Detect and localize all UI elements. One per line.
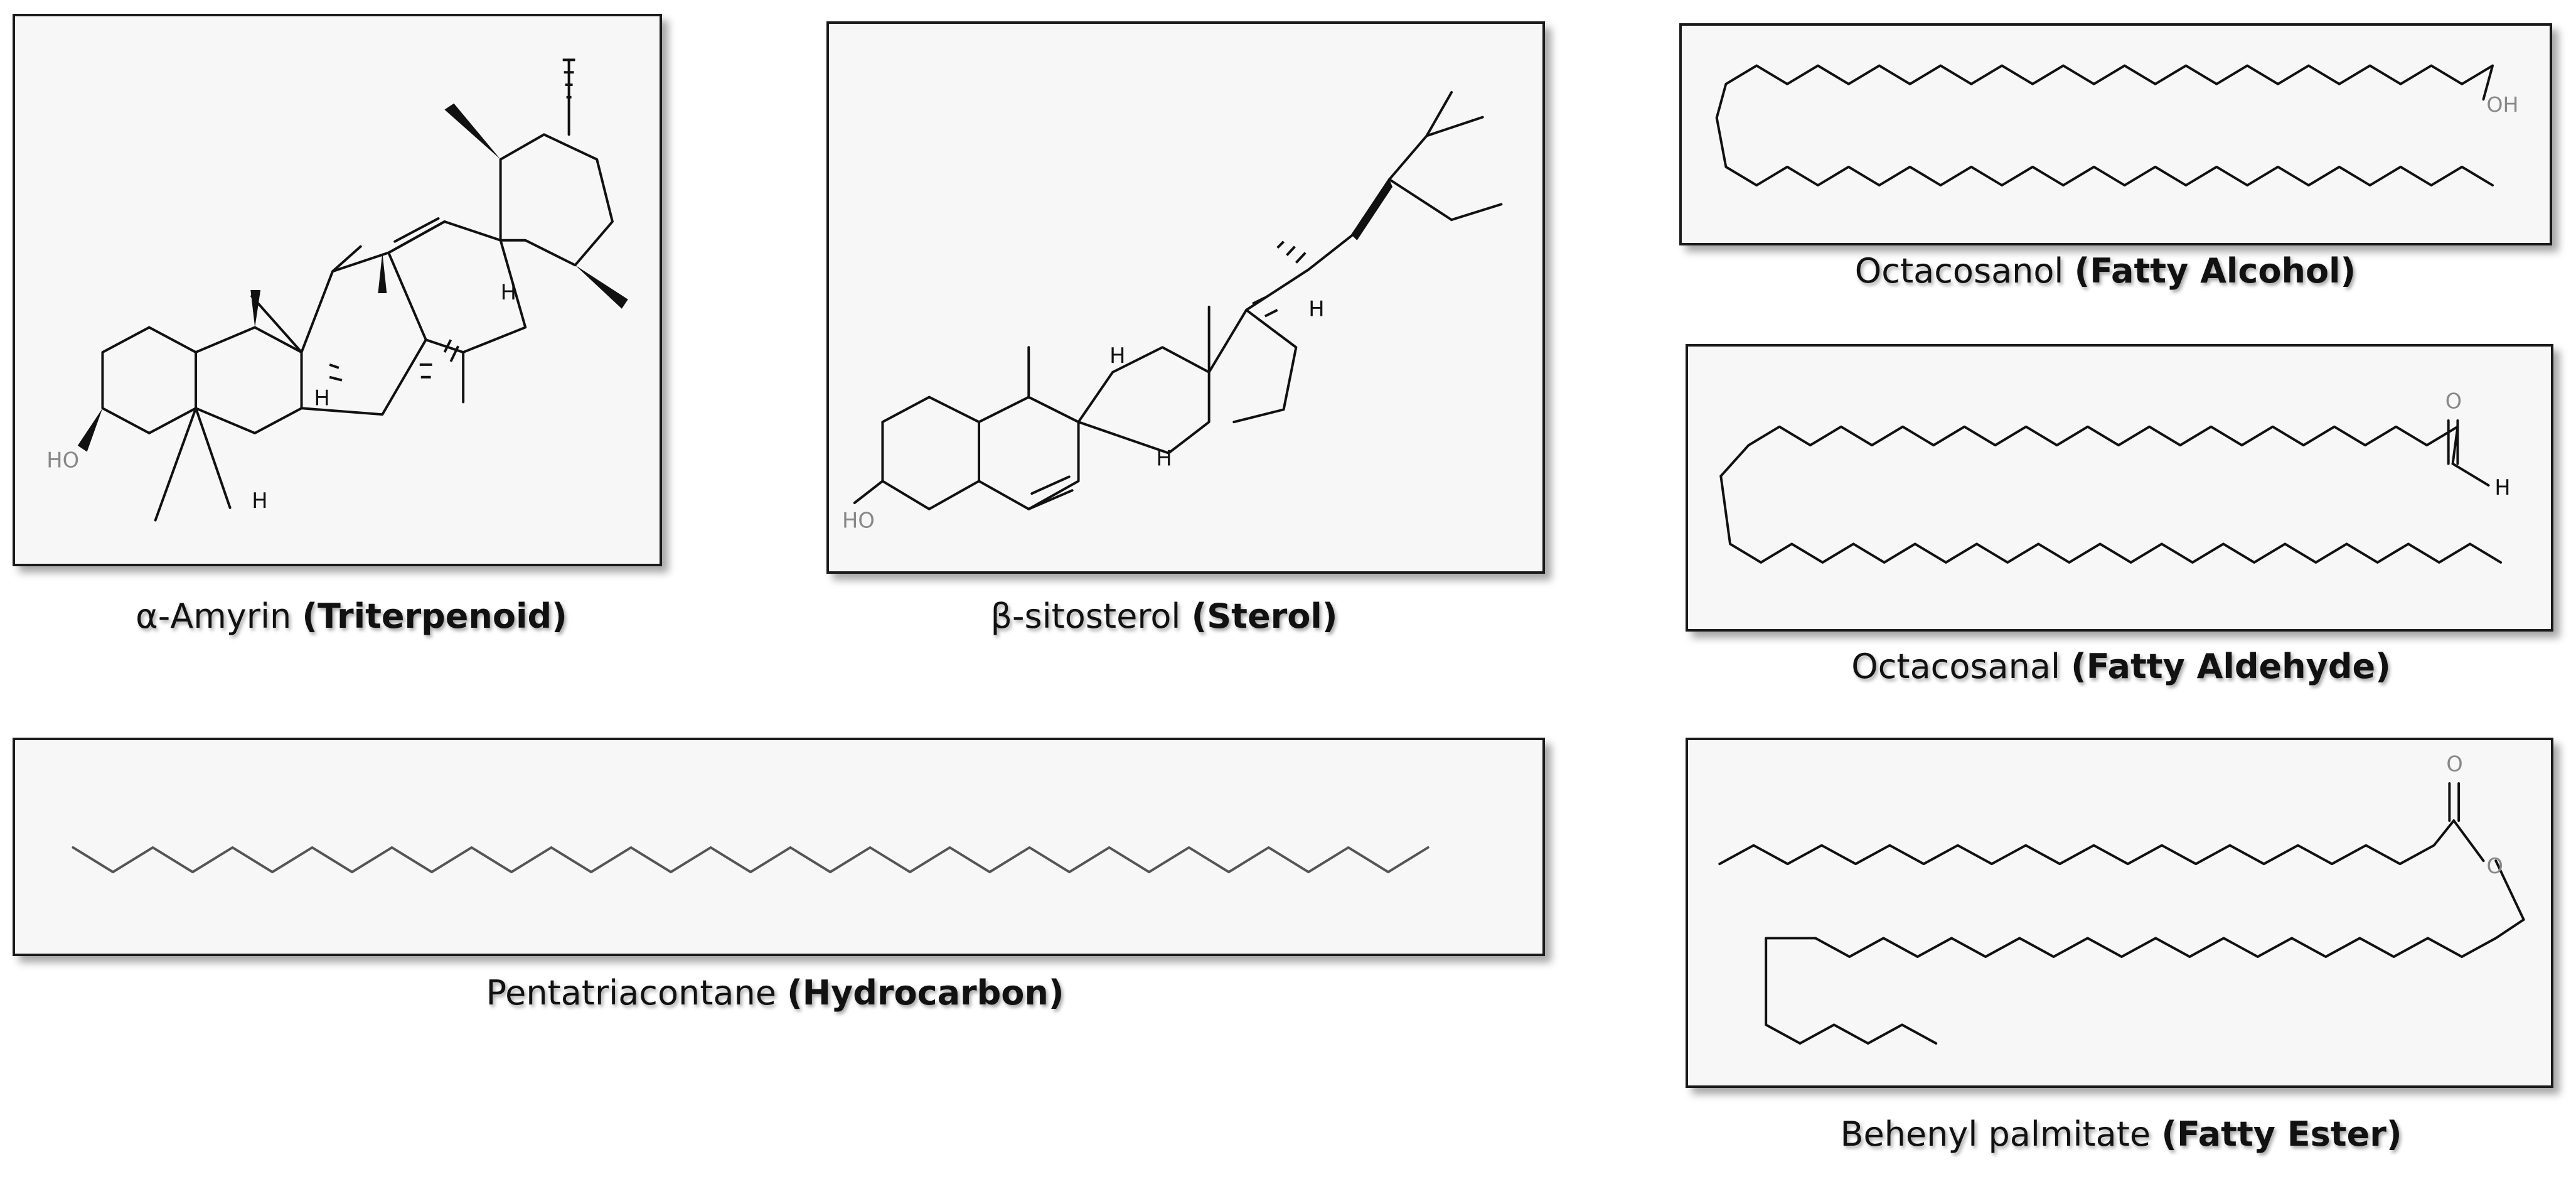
amyrin-caption: α-Amyrin (Triterpenoid) — [136, 596, 567, 636]
octacosanol-hydroxyl-label: OH — [2486, 92, 2518, 117]
sitosterol-structure-panel: HO H H H — [826, 21, 1545, 574]
octacosanol-name: Octacosanol — [1854, 251, 2064, 291]
behenyl-name: Behenyl palmitate — [1840, 1114, 2151, 1154]
octacosanol-class: (Fatty Alcohol) — [2074, 251, 2356, 291]
sitosterol-hydroxyl-label: HO — [842, 509, 875, 533]
behenyl-caption: Behenyl palmitate (Fatty Ester) — [1840, 1114, 2402, 1154]
sitosterol-structure: HO H H H — [842, 91, 1503, 533]
behenyl-class: (Fatty Ester) — [2161, 1114, 2402, 1154]
behenyl-structure-panel: O O — [1686, 738, 2553, 1088]
behenyl-ester-oxygen-label: O — [2486, 854, 2503, 878]
octacosanal-structure: O H — [1719, 389, 2510, 564]
octacosanal-caption: Octacosanal (Fatty Aldehyde) — [1851, 647, 2391, 686]
behenyl-carbonyl-oxygen-label: O — [2446, 751, 2462, 776]
octacosanol-caption: Octacosanol (Fatty Alcohol) — [1855, 251, 2356, 291]
amyrin-h-label-3: H — [501, 280, 516, 304]
amyrin-class: (Triterpenoid) — [302, 596, 567, 636]
pentatriacontane-structure-panel — [13, 738, 1545, 956]
sitosterol-h-label-2: H — [1156, 446, 1172, 471]
octacosanal-name: Octacosanal — [1851, 647, 2060, 686]
sitosterol-caption: β-sitosterol (Sterol) — [991, 596, 1338, 636]
amyrin-h-label-2: H — [252, 488, 267, 513]
behenyl-structure: O O — [1718, 751, 2525, 1045]
amyrin-structure-panel: HO H H H — [13, 14, 662, 566]
pentatriacontane-caption: Pentatriacontane (Hydrocarbon) — [486, 973, 1064, 1013]
octacosanal-h-label: H — [2494, 475, 2510, 500]
octacosanal-class: (Fatty Aldehyde) — [2071, 647, 2391, 686]
octacosanol-structure-panel: OH — [1679, 23, 2552, 245]
amyrin-name: α-Amyrin — [136, 596, 292, 636]
pentatriacontane-class: (Hydrocarbon) — [787, 973, 1064, 1013]
sitosterol-h-label-1: H — [1109, 343, 1125, 368]
octacosanal-structure-panel: O H — [1686, 344, 2553, 632]
amyrin-structure: HO H H H — [46, 58, 628, 522]
octacosanal-oxygen-label: O — [2445, 389, 2462, 413]
sitosterol-h-label-3: H — [1308, 297, 1324, 321]
amyrin-h-label-1: H — [314, 385, 329, 410]
pentatriacontane-name: Pentatriacontane — [486, 973, 776, 1013]
octacosanol-structure: OH — [1715, 64, 2518, 187]
sitosterol-class: (Sterol) — [1191, 596, 1338, 636]
amyrin-hydroxyl-label: HO — [46, 448, 79, 472]
sitosterol-name: β-sitosterol — [990, 596, 1181, 636]
pentatriacontane-structure — [72, 846, 1430, 874]
